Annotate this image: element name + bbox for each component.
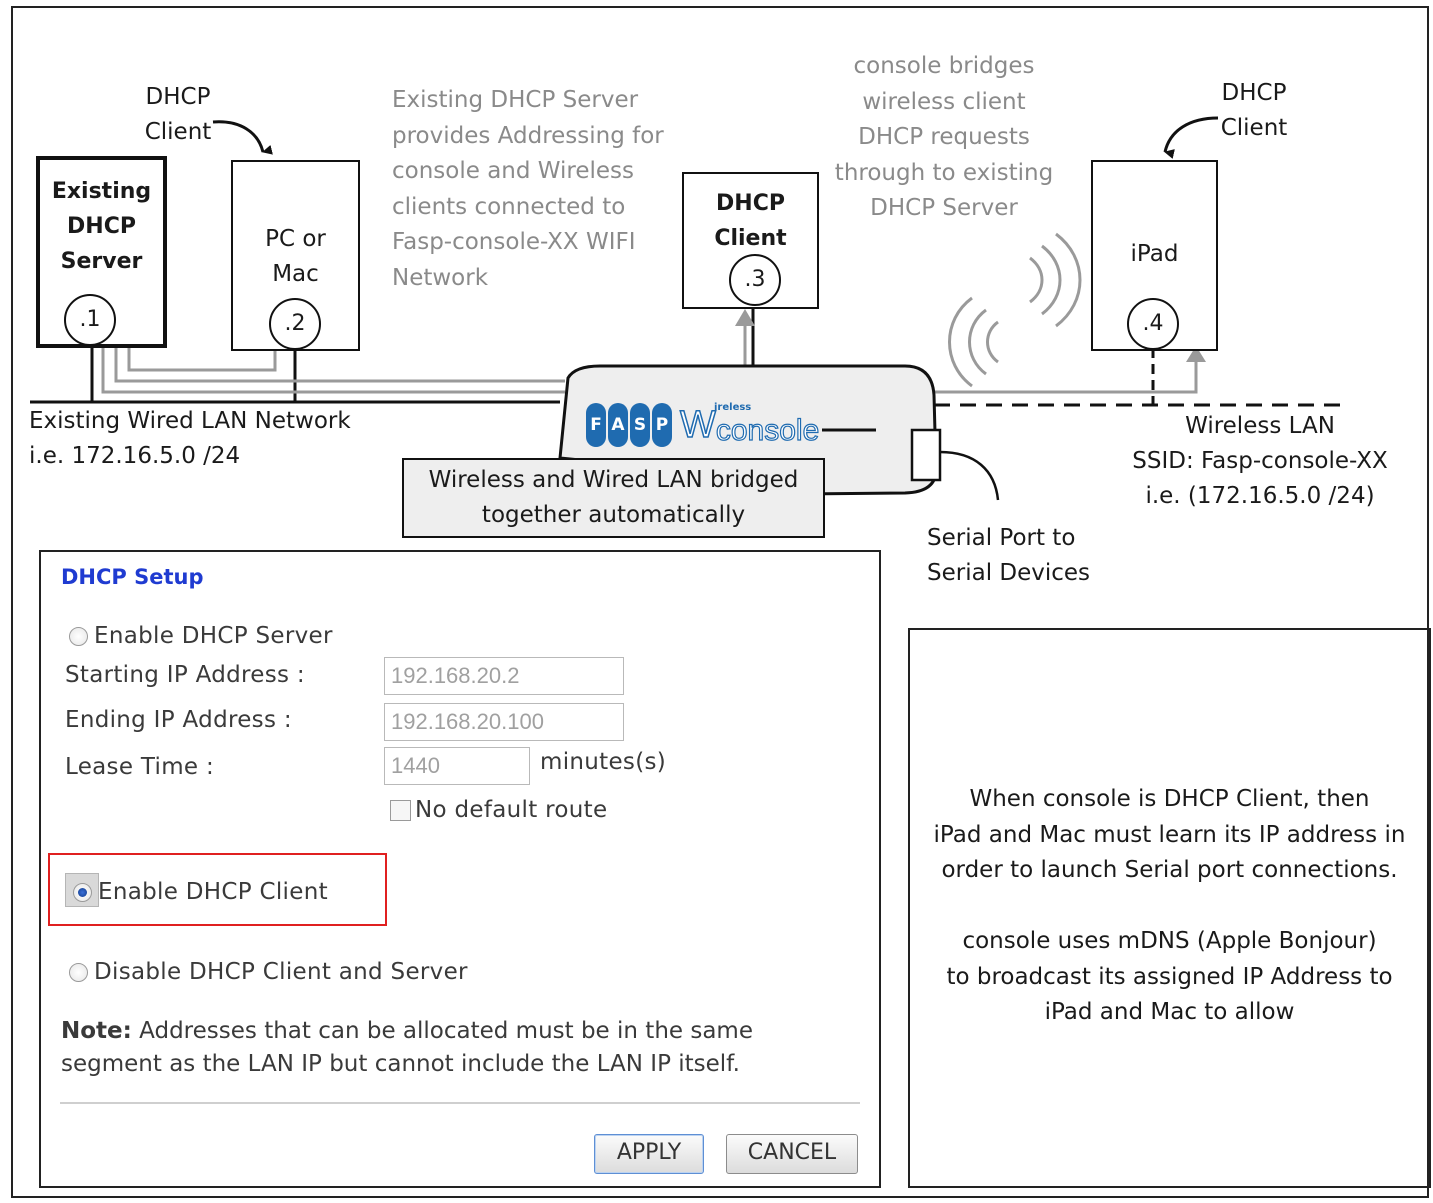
dhcp-note: Note: Addresses that can be allocated mu…	[61, 1018, 753, 1077]
enable-server-radio[interactable]	[69, 626, 88, 646]
bridged-callout: Wireless and Wired LAN bridged together …	[402, 458, 825, 538]
bridge-note: console bridges wireless client DHCP req…	[834, 53, 1054, 221]
console-device	[558, 364, 938, 496]
info-box	[908, 628, 1431, 1188]
dhcp-paths	[101, 312, 1198, 394]
fasp-wconsole-logo: F A S P Wconsole ireless	[586, 400, 820, 450]
lease-time-label: Lease Time :	[65, 754, 215, 780]
ipad-dhcp-client-label: DHCP Client	[1220, 80, 1288, 141]
disable-both-option[interactable]: Disable DHCP Client and Server	[69, 959, 468, 985]
console-client-title: DHCP Client	[714, 191, 787, 251]
apply-button[interactable]: APPLY	[594, 1134, 704, 1174]
pc-dhcp-client-label: DHCP Client	[144, 84, 212, 145]
info-paragraph-2: console uses mDNS (Apple Bonjour) to bro…	[946, 928, 1393, 1025]
serial-port	[910, 428, 942, 482]
ending-ip-input[interactable]	[384, 703, 624, 741]
enable-client-radio[interactable]	[73, 882, 92, 902]
diagram-frame	[11, 6, 1429, 1198]
pc-title: PC or Mac	[265, 226, 326, 287]
ipad-title: iPad	[1130, 241, 1179, 267]
wconsole-wordmark: Wconsole ireless	[679, 402, 820, 448]
info-paragraph-1: When console is DHCP Client, then iPad a…	[933, 786, 1406, 883]
cancel-button[interactable]: CANCEL	[726, 1134, 858, 1174]
starting-ip-label: Starting IP Address :	[65, 662, 305, 688]
lease-time-input[interactable]	[384, 747, 530, 785]
server-title: Existing DHCP Server	[51, 179, 152, 274]
node-number-1: .1	[64, 294, 116, 346]
enable-client-option[interactable]: Enable DHCP Client	[73, 879, 328, 905]
starting-ip-input[interactable]	[384, 657, 624, 695]
node-number-4: .4	[1127, 298, 1179, 350]
wireless-lan-label: Wireless LAN SSID: Fasp-console-XX i.e. …	[1132, 413, 1388, 509]
dhcp-setup-title: DHCP Setup	[61, 565, 204, 589]
lease-unit-label: minutes(s)	[540, 749, 667, 775]
dhcp-setup-panel	[39, 550, 881, 1188]
ending-ip-label: Ending IP Address :	[65, 707, 292, 733]
serial-port-label: Serial Port to Serial Devices	[927, 525, 1091, 586]
wifi-waves	[948, 232, 1082, 388]
enable-client-highlight	[48, 853, 387, 926]
wired-lan-label: Existing Wired LAN Network i.e. 172.16.5…	[29, 408, 351, 469]
node-number-3: .3	[729, 254, 781, 306]
fasp-logo: F A S P	[586, 403, 672, 447]
no-default-route-option[interactable]: No default route	[390, 797, 607, 823]
no-default-route-checkbox[interactable]	[390, 799, 411, 821]
server-note: Existing DHCP Server provides Addressing…	[392, 87, 664, 291]
panel-divider	[60, 1102, 860, 1104]
disable-both-radio[interactable]	[69, 962, 88, 982]
node-number-2: .2	[269, 298, 321, 350]
enable-server-option[interactable]: Enable DHCP Server	[69, 623, 333, 649]
